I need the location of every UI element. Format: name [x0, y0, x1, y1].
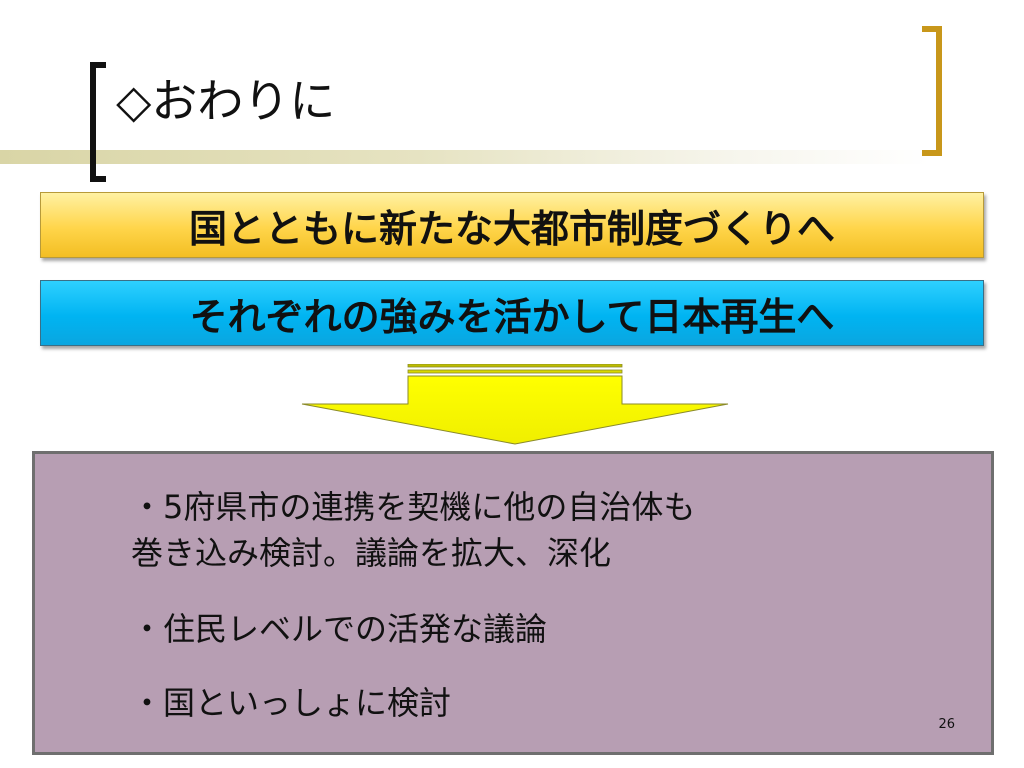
bullet-item: ・住民レベルでの活発な議論 [131, 610, 548, 648]
banner-bottom: それぞれの強みを活かして日本再生へ [40, 280, 984, 346]
bullet-line: ・5府県市の連携を契機に他の自治体も [131, 488, 696, 526]
page-number: 26 [938, 717, 955, 732]
title-underline-rule [0, 150, 930, 164]
bullet-item: ・5府県市の連携を契機に他の自治体も 巻き込み検討。議論を拡大、深化 [131, 484, 695, 576]
bullet-line: 巻き込み検討。議論を拡大、深化 [131, 534, 612, 572]
bracket-left-icon [90, 62, 106, 182]
arrow-down-icon [301, 364, 729, 445]
banner-top-text: 国とともに新たな大都市制度づくりへ [188, 206, 835, 251]
slide-title: ◇おわりに [116, 74, 336, 128]
bracket-right-icon [922, 26, 942, 156]
banner-top: 国とともに新たな大都市制度づくりへ [40, 192, 984, 258]
summary-panel: ・5府県市の連携を契機に他の自治体も 巻き込み検討。議論を拡大、深化 ・住民レベ… [32, 451, 994, 755]
bullet-item: ・国といっしょに検討 [131, 684, 452, 722]
banner-bottom-text: それぞれの強みを活かして日本再生へ [189, 294, 835, 339]
